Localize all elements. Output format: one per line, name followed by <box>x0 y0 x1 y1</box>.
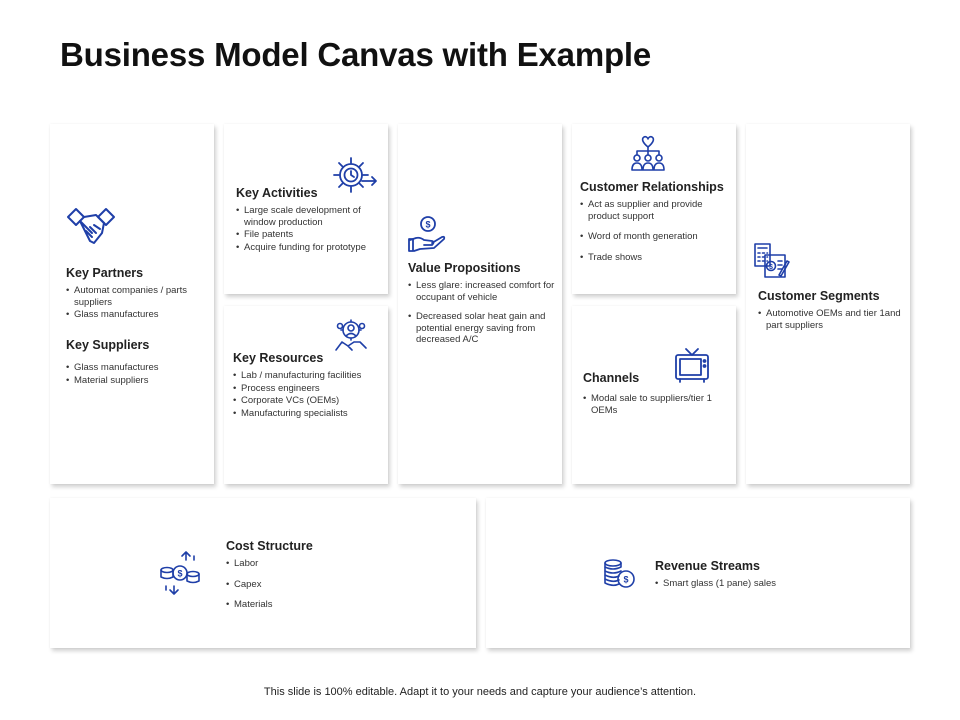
key-suppliers-heading: Key Suppliers <box>66 338 150 352</box>
cost-structure-card <box>50 498 476 648</box>
list-item: Corporate VCs (OEMs) <box>233 395 383 407</box>
revenue-streams-heading: Revenue Streams <box>655 559 760 573</box>
page-title: Business Model Canvas with Example <box>60 36 652 73</box>
customer-relationships-block: Customer Relationships Act as supplier a… <box>580 180 736 272</box>
channels-heading: Channels <box>583 371 640 385</box>
list-item: Glass manufactures <box>66 309 216 321</box>
revenue-streams-block: Revenue Streams Smart glass (1 pane) sal… <box>655 559 835 591</box>
list-item: Lab / manufacturing facilities <box>233 370 383 382</box>
calculator-report-icon: $ <box>753 242 791 280</box>
list-item: Materials <box>226 599 376 611</box>
key-suppliers-block: Key Suppliers Glass manufactures Materia… <box>66 338 216 387</box>
svg-text:$: $ <box>769 264 773 271</box>
list-item: Smart glass (1 pane) sales <box>655 578 835 590</box>
list-item: Labor <box>226 558 376 570</box>
people-heart-icon <box>629 134 667 172</box>
list-item: Large scale development of window produc… <box>236 205 386 228</box>
list-item: Decreased solar heat gain and potential … <box>408 311 564 346</box>
gear-clock-icon <box>332 156 378 194</box>
list-item: Manufacturing specialists <box>233 408 383 420</box>
list-item: Act as supplier and provide product supp… <box>580 199 736 222</box>
list-item: Capex <box>226 579 376 591</box>
handshake-icon <box>66 205 116 249</box>
channels-block: Channels Modal sale to suppliers/tier 1 … <box>583 371 733 417</box>
team-gear-icon <box>332 318 370 354</box>
list-item: Automotive OEMs and tier 1and part suppl… <box>758 308 908 331</box>
hand-coin-icon: $ <box>408 214 448 254</box>
list-item: Less glare: increased comfort for occupa… <box>408 280 564 303</box>
list-item: Material suppliers <box>66 375 216 387</box>
customer-relationships-heading: Customer Relationships <box>580 180 724 194</box>
coins-stack-icon: $ <box>603 558 637 590</box>
list-item: Trade shows <box>580 252 736 264</box>
value-propositions-heading: Value Propositions <box>408 261 521 275</box>
list-item: Acquire funding for prototype <box>236 242 386 254</box>
list-item: Word of month generation <box>580 231 736 243</box>
key-partners-heading: Key Partners <box>66 266 144 280</box>
list-item: Modal sale to suppliers/tier 1 OEMs <box>583 393 733 416</box>
list-item: Process engineers <box>233 383 383 395</box>
key-resources-block: Key Resources Lab / manufacturing facili… <box>233 351 383 420</box>
key-activities-block: Key Activities Large scale development o… <box>236 186 386 254</box>
revenue-streams-card <box>486 498 910 648</box>
list-item: Automat companies / parts suppliers <box>66 285 216 308</box>
list-item: Glass manufactures <box>66 362 216 374</box>
customer-segments-card <box>746 124 910 484</box>
cost-structure-heading: Cost Structure <box>226 539 313 553</box>
key-resources-heading: Key Resources <box>233 351 324 365</box>
customer-segments-heading: Customer Segments <box>758 289 880 303</box>
value-propositions-block: Value Propositions Less glare: increased… <box>408 261 564 347</box>
cost-structure-block: Cost Structure Labor Capex Materials <box>226 539 376 620</box>
money-arrows-icon: $ <box>158 550 202 596</box>
svg-text:$: $ <box>177 569 182 579</box>
customer-segments-block: Customer Segments Automotive OEMs and ti… <box>758 289 908 332</box>
key-activities-heading: Key Activities <box>236 186 318 200</box>
list-item: File patents <box>236 229 386 241</box>
value-propositions-card <box>398 124 562 484</box>
svg-text:$: $ <box>623 575 628 585</box>
footer-note: This slide is 100% editable. Adapt it to… <box>263 686 697 698</box>
svg-text:$: $ <box>425 220 430 230</box>
key-partners-block: Key Partners Automat companies / parts s… <box>66 266 216 322</box>
tv-icon <box>674 347 710 383</box>
